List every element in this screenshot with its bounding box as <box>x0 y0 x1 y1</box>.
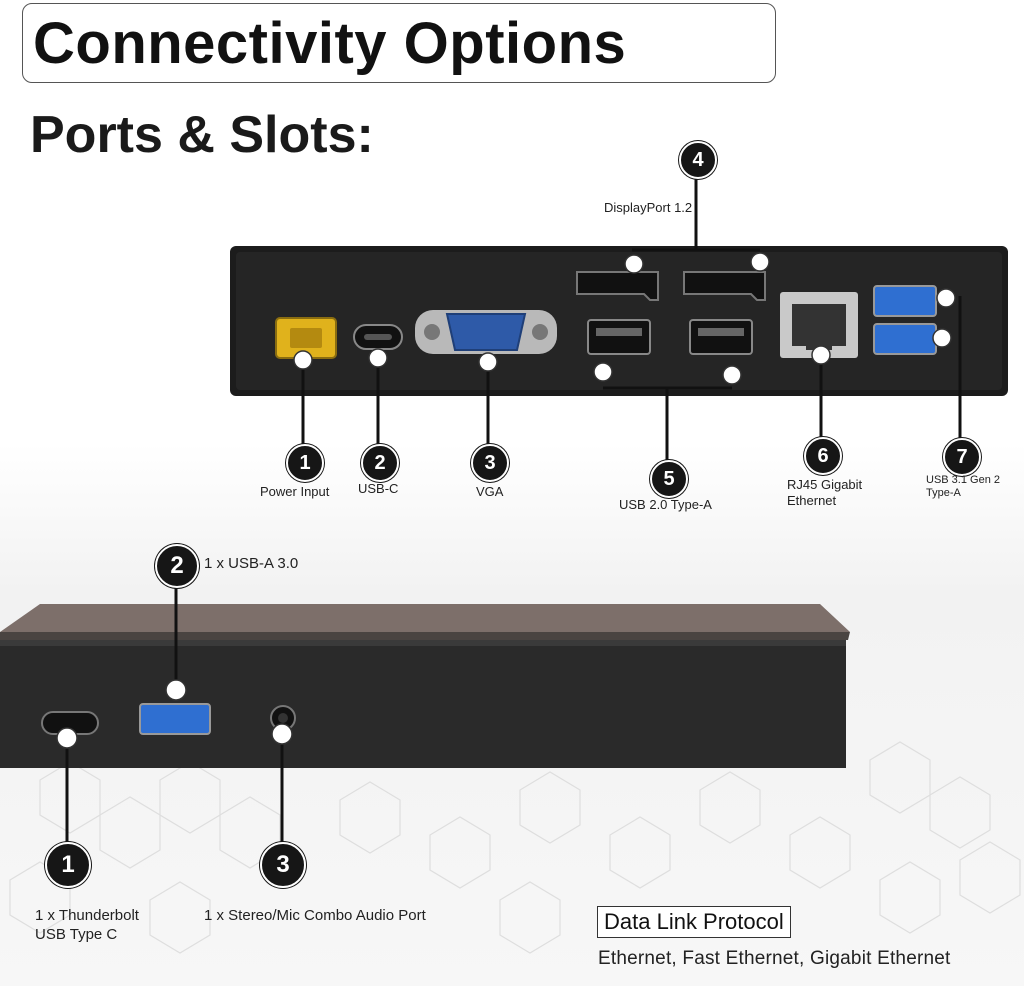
label-front-audio: 1 x Stereo/Mic Combo Audio Port <box>204 907 426 924</box>
label-usb31: USB 3.1 Gen 2 Type-A <box>926 474 1000 499</box>
label-front-usb-a: 1 x USB-A 3.0 <box>204 555 299 572</box>
label-front-thunderbolt-line2: USB Type C <box>35 926 118 943</box>
front-dock <box>0 604 850 768</box>
protocol-text: Ethernet, Fast Ethernet, Gigabit Etherne… <box>598 948 951 969</box>
badge-front-usb-a: 2 <box>155 544 199 588</box>
rear-leader-lines <box>301 175 962 460</box>
badge-usb-c: 2 <box>361 444 399 482</box>
badge-front-thunderbolt: 1 <box>45 842 91 888</box>
page-title: Connectivity Options <box>33 10 627 76</box>
front-port-markers <box>56 679 293 749</box>
front-leader-lines <box>65 582 284 842</box>
badge-usb31: 7 <box>943 438 981 476</box>
badge-front-audio: 3 <box>260 842 306 888</box>
badge-rj45: 6 <box>804 437 842 475</box>
protocol-heading: Data Link Protocol <box>597 906 791 938</box>
badge-usb2: 5 <box>650 460 688 498</box>
badge-power-input: 1 <box>286 444 324 482</box>
badge-displayport: 4 <box>679 141 717 179</box>
title-box: Connectivity Options <box>22 3 776 83</box>
badge-vga: 3 <box>471 444 509 482</box>
rear-dock <box>230 246 1008 396</box>
rear-port-markers <box>293 252 956 385</box>
label-vga: VGA <box>476 484 504 499</box>
page-subtitle: Ports & Slots: <box>30 106 374 164</box>
label-rj45: RJ45 Gigabit Ethernet <box>787 477 863 508</box>
label-displayport: DisplayPort 1.2 <box>604 200 693 215</box>
label-usb-c: USB-C <box>358 481 399 496</box>
label-usb2: USB 2.0 Type-A <box>619 497 712 512</box>
hexagon-pattern <box>9 741 1021 954</box>
label-front-thunderbolt-line1: 1 x Thunderbolt <box>35 907 139 924</box>
label-power-input: Power Input <box>260 484 330 499</box>
